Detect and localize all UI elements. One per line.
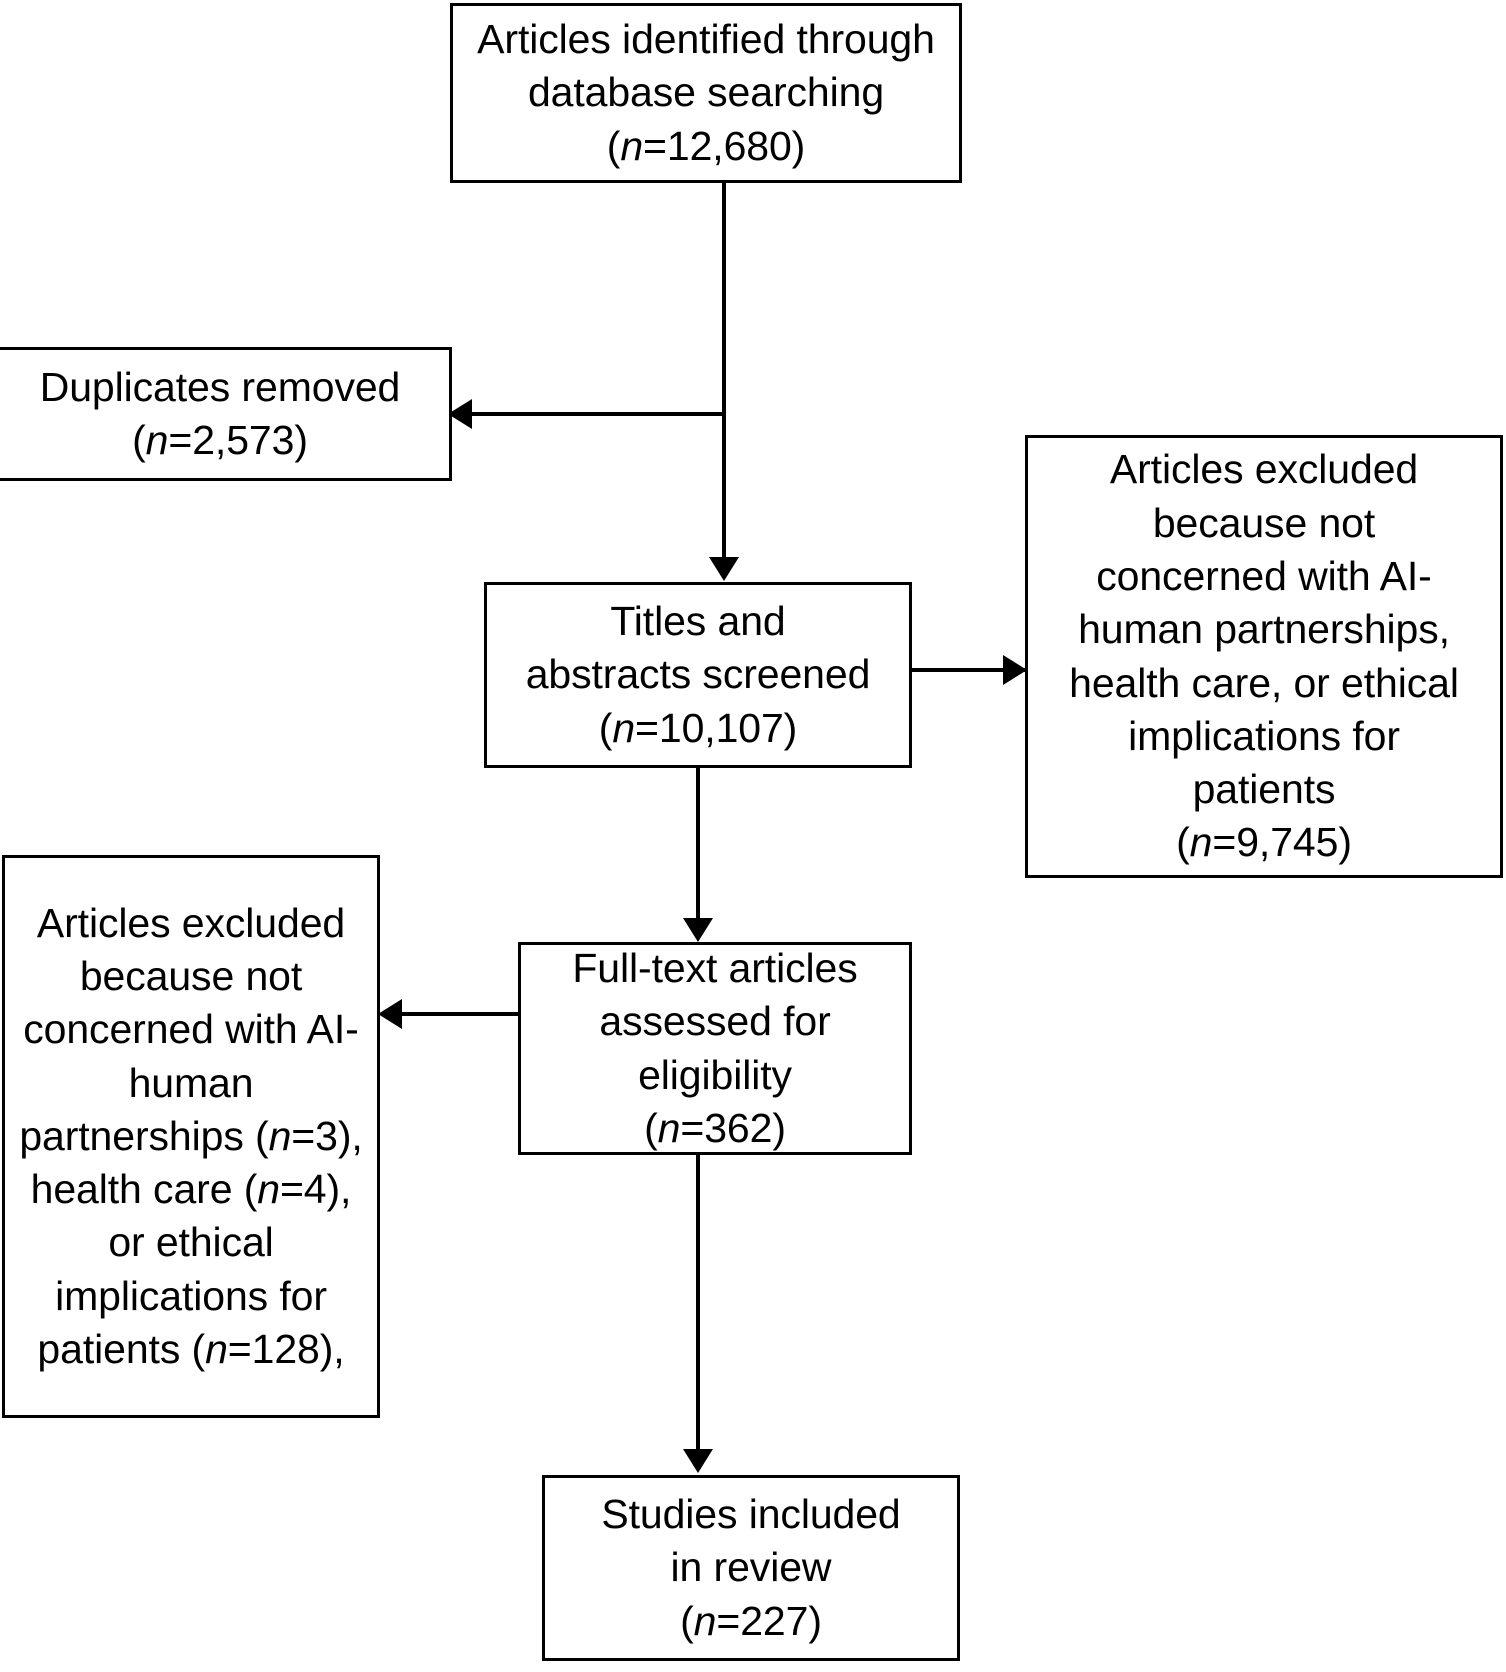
node-reason: health care (n=4), xyxy=(30,1166,352,1213)
node-reason: partnerships (n=3), xyxy=(19,1112,363,1159)
node-line: Articles excluded xyxy=(1109,446,1419,493)
node-line: concerned with AI- xyxy=(1096,552,1432,599)
node-line: in review xyxy=(670,1544,832,1591)
articles-excluded-fulltext-box[interactable]: Articles excluded because not concerned … xyxy=(2,855,380,1418)
edge-screened-to-excluded-line xyxy=(910,668,1028,672)
node-count: (n=2,573) xyxy=(132,417,308,463)
node-line: implications for xyxy=(1128,712,1400,759)
edge-fulltext-to-included-line xyxy=(696,1155,700,1451)
node-line: Duplicates removed xyxy=(39,363,401,410)
node-count: (n=9,745) xyxy=(1176,819,1352,866)
edge-identified-to-screened-arrowhead xyxy=(709,557,739,581)
node-line: eligibility xyxy=(638,1051,792,1098)
node-line: abstracts screened xyxy=(525,651,871,698)
node-count: (n=10,107) xyxy=(598,704,798,751)
edge-identified-to-duplicates-line xyxy=(470,412,724,416)
studies-included-box[interactable]: Studies included in review (n=227) xyxy=(542,1475,960,1661)
node-count: (n=227) xyxy=(680,1597,822,1644)
full-text-assessed-box[interactable]: Full-text articles assessed for eligibil… xyxy=(518,942,912,1155)
node-line: Titles and xyxy=(610,598,786,645)
edge-fulltext-to-excluded-line xyxy=(400,1012,520,1016)
articles-excluded-screening-box[interactable]: Articles excluded because not concerned … xyxy=(1025,435,1503,878)
node-line: patients xyxy=(1192,766,1336,813)
node-line: assessed for xyxy=(599,998,831,1045)
node-line: Full-text articles xyxy=(572,944,858,991)
edge-fulltext-to-excluded-arrowhead xyxy=(378,999,402,1029)
node-line: human partnerships, xyxy=(1078,606,1450,653)
node-count: (n=12,680) xyxy=(606,122,806,169)
node-line: or ethical xyxy=(108,1219,274,1266)
node-reason: patients (n=128), xyxy=(37,1326,345,1373)
edge-screened-to-excluded-arrowhead xyxy=(1003,655,1027,685)
edge-screened-to-fulltext-arrowhead xyxy=(683,918,713,942)
node-line: Studies included xyxy=(601,1491,901,1538)
edge-identified-to-screened-line xyxy=(722,183,726,559)
node-line: database searching xyxy=(527,69,885,116)
edge-screened-to-fulltext-line xyxy=(696,768,700,920)
node-line: health care, or ethical xyxy=(1069,659,1459,706)
node-line: Articles identified through xyxy=(477,16,935,63)
node-line: implications for xyxy=(55,1272,327,1319)
edge-identified-to-duplicates-arrowhead xyxy=(448,399,472,429)
duplicates-removed-box[interactable]: Duplicates removed (n=2,573) xyxy=(0,347,452,481)
node-line: concerned with AI- xyxy=(23,1006,359,1053)
titles-abstracts-screened-box[interactable]: Titles and abstracts screened (n=10,107) xyxy=(484,582,912,768)
edge-fulltext-to-included-arrowhead xyxy=(683,1449,713,1473)
node-line: because not xyxy=(79,952,303,999)
articles-identified-box[interactable]: Articles identified through database sea… xyxy=(450,3,962,183)
node-line: because not xyxy=(1152,499,1376,546)
node-line: human xyxy=(128,1059,254,1106)
node-line: Articles excluded xyxy=(36,899,346,946)
node-count: (n=362) xyxy=(644,1104,786,1151)
